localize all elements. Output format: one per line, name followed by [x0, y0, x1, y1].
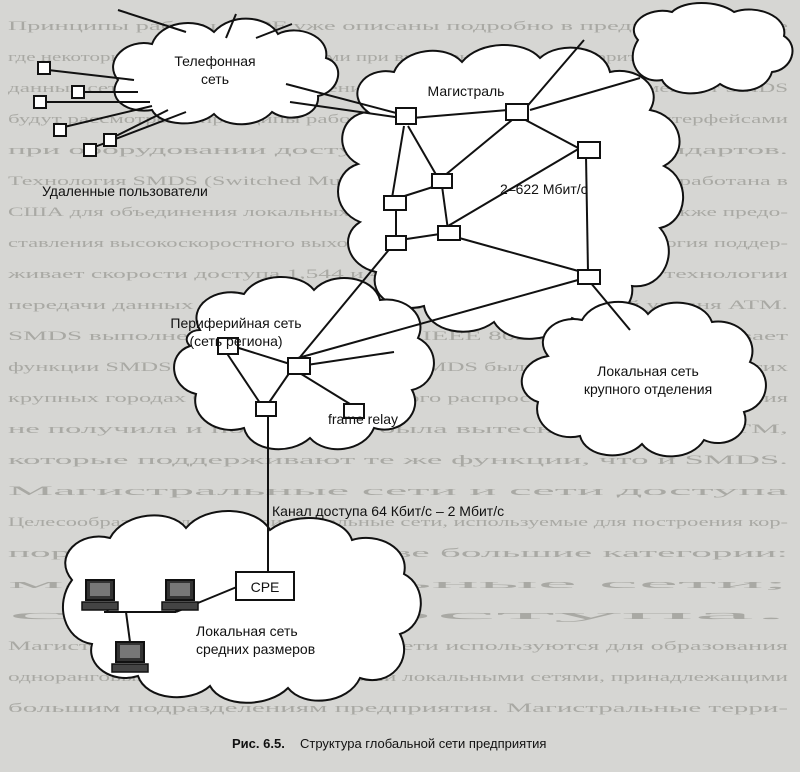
switch-box [577, 269, 601, 285]
medium-lan-cloud [62, 510, 422, 704]
top-right-cloud [631, 2, 794, 95]
backbone-speed-label: 2–622 Мбит/с [500, 181, 588, 197]
phone-network-label: Телефонная сеть [174, 53, 255, 87]
svg-text:Локальная сеть: Локальная сеть [597, 363, 699, 379]
computer-icon [111, 641, 149, 673]
figure-caption: Рис. 6.5. Структура глобальной сети пред… [232, 736, 546, 751]
switches [217, 103, 601, 419]
terminal-icon [53, 123, 67, 137]
switch-box [437, 225, 461, 241]
switch-box [217, 337, 239, 355]
svg-text:сеть: сеть [201, 71, 229, 87]
switch-box [383, 195, 407, 211]
background-text-line: которые поддерживают те же функции, что … [8, 452, 788, 467]
frame-relay-label: frame relay [328, 411, 398, 427]
terminal-icon [33, 95, 47, 109]
branch-lan-label: Локальная сеть крупного отделения [584, 363, 712, 397]
backbone-label: Магистраль [428, 83, 505, 99]
phone-network-cloud [112, 17, 340, 126]
terminal-icon [103, 133, 117, 147]
background-text-line: Магистральные сети и сети доступа [8, 483, 789, 498]
svg-text:Телефонная: Телефонная [174, 53, 255, 69]
regional-network-label: Периферийная сеть (сеть региона) [170, 315, 301, 349]
svg-text:крупного отделения: крупного отделения [584, 381, 712, 397]
cpe-box [235, 571, 295, 601]
caption-text: Структура глобальной сети предприятия [300, 736, 546, 751]
svg-text:средних размеров: средних размеров [196, 641, 315, 657]
switch-box [287, 357, 311, 375]
background-text-line: большим подразделениям предприятия. Маги… [8, 700, 788, 715]
terminal-icon [83, 143, 97, 157]
terminal-icon [37, 61, 51, 75]
cpe-label: CPE [251, 579, 280, 595]
switch-box [431, 173, 453, 189]
medium-lan-label: Локальная сеть средних размеров [196, 623, 315, 657]
caption-number: Рис. 6.5. [232, 736, 285, 751]
switch-box [577, 141, 601, 159]
switch-box [505, 103, 529, 121]
switch-box [343, 403, 365, 419]
branch-lan-cloud [520, 301, 767, 458]
terminal-icon [71, 85, 85, 99]
switch-box [255, 401, 277, 417]
backbone-cloud [337, 44, 685, 340]
switch-box [385, 235, 407, 251]
computer-icon [81, 579, 119, 611]
access-channel-label: Канал доступа 64 Кбит/с – 2 Мбит/с [272, 503, 504, 519]
svg-text:(сеть региона): (сеть региона) [189, 333, 282, 349]
remote-user-terminals [33, 61, 117, 157]
computer-icon [161, 579, 199, 611]
switch-box [395, 107, 417, 125]
remote-users-label: Удаленные пользователи [42, 183, 208, 199]
svg-text:Локальная сеть: Локальная сеть [196, 623, 298, 639]
svg-text:Периферийная сеть: Периферийная сеть [170, 315, 301, 331]
